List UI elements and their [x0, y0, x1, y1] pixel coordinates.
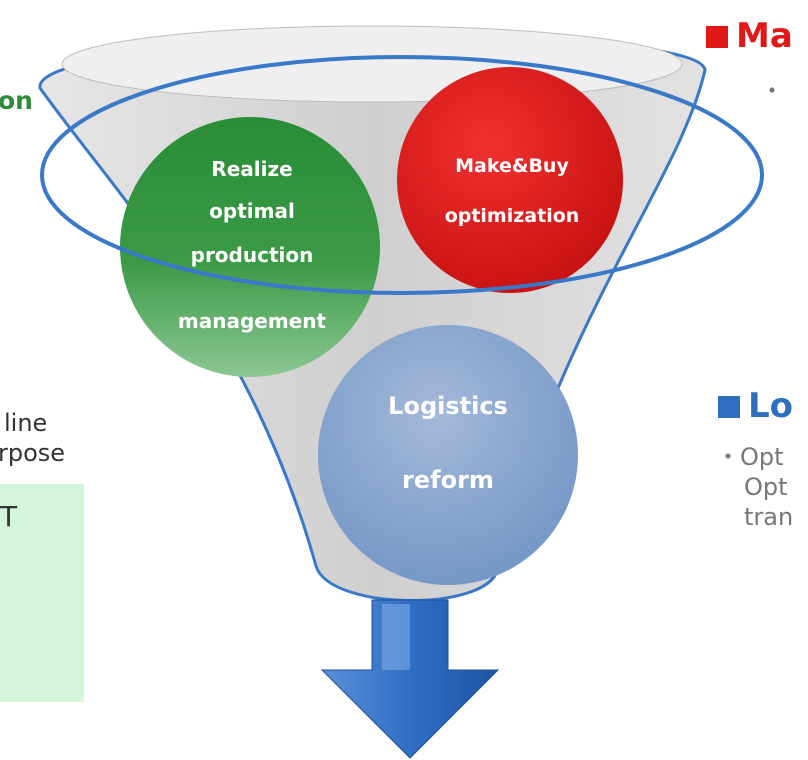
logistics-header: Lo	[718, 386, 793, 426]
makebuy-label-2: optimization	[445, 205, 580, 227]
left-box-text: T	[0, 500, 18, 533]
production-circle	[120, 117, 380, 377]
left-highlight-box: T	[0, 484, 84, 702]
logistics-circle	[318, 325, 578, 585]
logistics-line-1: ・Opt	[716, 443, 784, 471]
makebuy-label-1: Make&Buy	[455, 155, 569, 177]
blue-square-icon	[718, 396, 740, 418]
down-arrow-icon	[320, 599, 500, 759]
logistics-header-text: Lo	[748, 386, 794, 426]
left-text-line-1: line	[4, 409, 48, 437]
production-label-4: management	[178, 309, 327, 333]
makebuy-circle	[397, 67, 623, 293]
make-buy-bullet: ・	[760, 77, 784, 105]
red-square-icon	[706, 26, 728, 48]
production-label-3: production	[191, 243, 314, 267]
logistics-label-2: reform	[402, 466, 494, 494]
make-buy-header-text: Ma	[736, 16, 793, 56]
production-label-1: Realize	[211, 157, 292, 181]
production-header-fragment: on	[0, 86, 33, 115]
production-label-2: optimal	[209, 199, 295, 223]
left-text-line-2: rpose	[0, 439, 66, 467]
logistics-line-3: tran	[744, 503, 794, 531]
funnel-rim-ring	[40, 55, 764, 295]
logistics-line-2: Opt	[744, 473, 788, 501]
logistics-label-1: Logistics	[388, 392, 508, 420]
make-buy-header: Ma	[706, 16, 793, 56]
